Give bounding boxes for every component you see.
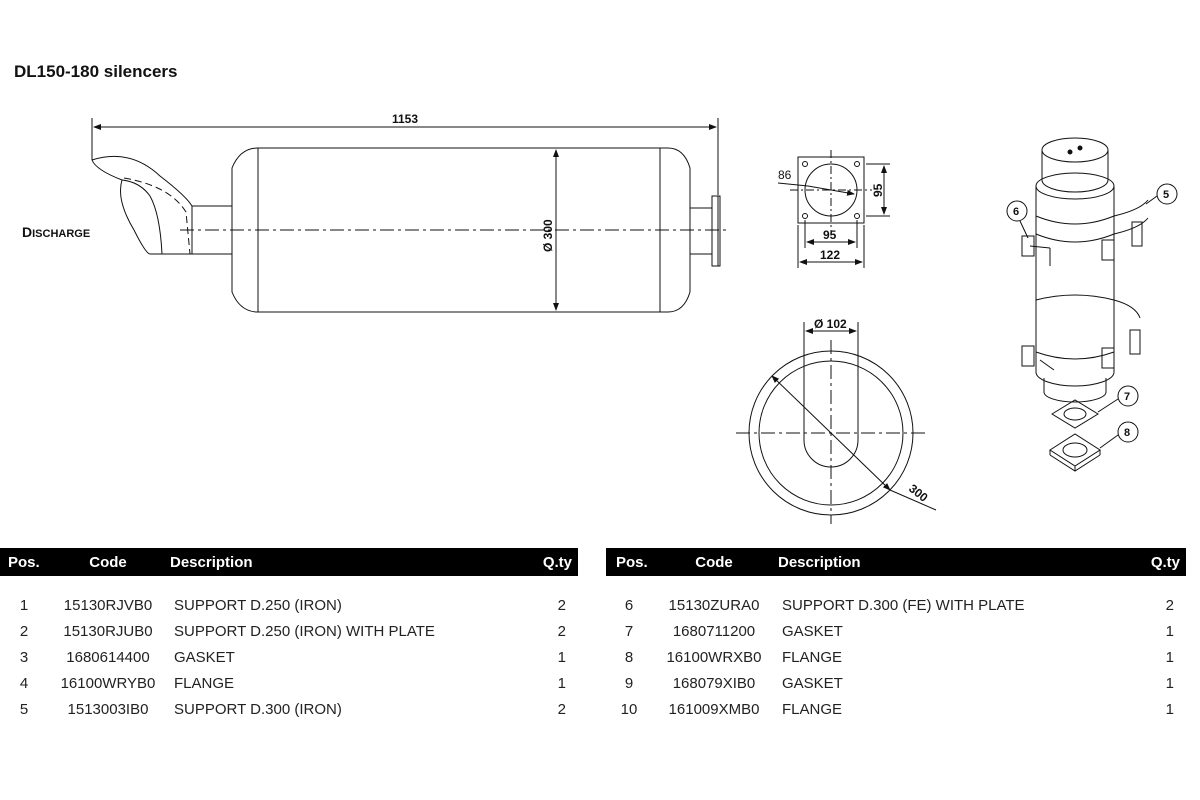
cell-qty: 2 xyxy=(557,622,566,640)
cell-description: FLANGE xyxy=(782,648,843,666)
cell-description: FLANGE xyxy=(782,700,843,718)
cell-description: SUPPORT D.300 (FE) WITH PLATE xyxy=(782,596,1025,614)
parts-table-right: Pos. Code Description Q.ty 6 15130ZURA0 … xyxy=(606,548,1186,722)
table-row: 6 15130ZURA0 SUPPORT D.300 (FE) WITH PLA… xyxy=(606,592,1186,618)
cell-qty: 2 xyxy=(1165,596,1174,614)
flange-122-label: 122 xyxy=(820,248,840,262)
header-description: Description xyxy=(778,553,861,571)
cell-qty: 1 xyxy=(1165,622,1174,640)
cell-pos: 2 xyxy=(19,622,29,640)
cell-description: GASKET xyxy=(782,622,843,640)
cell-pos: 6 xyxy=(624,596,634,614)
cell-pos: 7 xyxy=(624,622,634,640)
table-row: 1 15130RJVB0 SUPPORT D.250 (IRON) 2 xyxy=(0,592,578,618)
length-dimension: 1153 xyxy=(392,112,418,126)
header-code: Code xyxy=(695,553,733,571)
cell-code: 16100WRXB0 xyxy=(666,648,762,666)
cell-pos: 4 xyxy=(19,674,29,692)
cell-code: 1680711200 xyxy=(672,622,756,640)
cell-pos: 5 xyxy=(19,700,29,718)
flange-95-horizontal: 95 xyxy=(823,228,837,242)
callout-7: 7 xyxy=(1124,391,1130,403)
cell-qty: 1 xyxy=(1165,648,1174,666)
discharge-label: DISCHARGE xyxy=(22,224,90,240)
cell-description: FLANGE xyxy=(174,674,235,692)
header-pos: Pos. xyxy=(616,553,648,571)
cell-qty: 2 xyxy=(557,700,566,718)
cell-code: 1513003IB0 xyxy=(67,700,149,718)
table-row: 10 161009XMB0 FLANGE 1 xyxy=(606,696,1186,722)
cell-qty: 1 xyxy=(1165,674,1174,692)
cell-code: 15130RJUB0 xyxy=(63,622,153,640)
table-row: 4 16100WRYB0 FLANGE 1 xyxy=(0,670,578,696)
cell-qty: 2 xyxy=(557,596,566,614)
cell-code: 16100WRYB0 xyxy=(60,674,156,692)
header-description: Description xyxy=(170,553,253,571)
cell-pos: 9 xyxy=(624,674,634,692)
cell-code: 161009XMB0 xyxy=(668,700,760,718)
table-row: 5 1513003IB0 SUPPORT D.300 (IRON) 2 xyxy=(0,696,578,722)
callout-8: 8 xyxy=(1124,427,1130,439)
end-view: Ø 102 300 xyxy=(736,317,937,524)
table-row: 9 168079XIB0 GASKET 1 xyxy=(606,670,1186,696)
cell-description: SUPPORT D.300 (IRON) xyxy=(174,700,342,718)
table-header: Pos. Code Description Q.ty xyxy=(606,548,1186,576)
end-102-label: Ø 102 xyxy=(814,317,847,331)
parts-table-left: Pos. Code Description Q.ty 1 15130RJVB0 … xyxy=(0,548,578,722)
cell-qty: 1 xyxy=(1165,700,1174,718)
callout-5: 5 xyxy=(1163,189,1169,201)
flange-95-vertical: 95 xyxy=(871,183,885,197)
cell-code: 1680614400 xyxy=(66,648,150,666)
cell-pos: 1 xyxy=(19,596,29,614)
cell-description: SUPPORT D.250 (IRON) WITH PLATE xyxy=(174,622,435,640)
table-row: 3 1680614400 GASKET 1 xyxy=(0,644,578,670)
cell-pos: 8 xyxy=(624,648,634,666)
cell-description: SUPPORT D.250 (IRON) xyxy=(174,596,342,614)
table-row: 2 15130RJUB0 SUPPORT D.250 (IRON) WITH P… xyxy=(0,618,578,644)
diameter-dimension: Ø 300 xyxy=(541,219,555,252)
cell-qty: 1 xyxy=(557,648,566,666)
cell-pos: 10 xyxy=(620,700,638,718)
table-header: Pos. Code Description Q.ty xyxy=(0,548,578,576)
header-pos: Pos. xyxy=(8,553,40,571)
side-view: 1153 Ø 300 DISCHARGE xyxy=(22,112,730,313)
cell-pos: 3 xyxy=(19,648,29,666)
cell-code: 168079XIB0 xyxy=(672,674,756,692)
technical-drawing: 1153 Ø 300 DISCHARGE xyxy=(22,112,1178,524)
callout-6: 6 xyxy=(1013,206,1019,218)
cell-description: GASKET xyxy=(782,674,843,692)
end-300-label: 300 xyxy=(906,481,931,505)
cell-code: 15130ZURA0 xyxy=(668,596,760,614)
header-code: Code xyxy=(89,553,127,571)
exploded-view: 5 6 7 8 xyxy=(1006,137,1178,472)
table-row: 7 1680711200 GASKET 1 xyxy=(606,618,1186,644)
header-qty: Q.ty xyxy=(1150,553,1180,571)
cell-code: 15130RJVB0 xyxy=(63,596,153,614)
header-qty: Q.ty xyxy=(542,553,572,571)
page-title: DL150-180 silencers xyxy=(14,62,178,81)
cell-qty: 1 xyxy=(557,674,566,692)
flange-86-label: 86 xyxy=(778,168,792,182)
table-row: 8 16100WRXB0 FLANGE 1 xyxy=(606,644,1186,670)
cell-description: GASKET xyxy=(174,648,235,666)
flange-view: 86 95 95 122 xyxy=(777,150,890,268)
